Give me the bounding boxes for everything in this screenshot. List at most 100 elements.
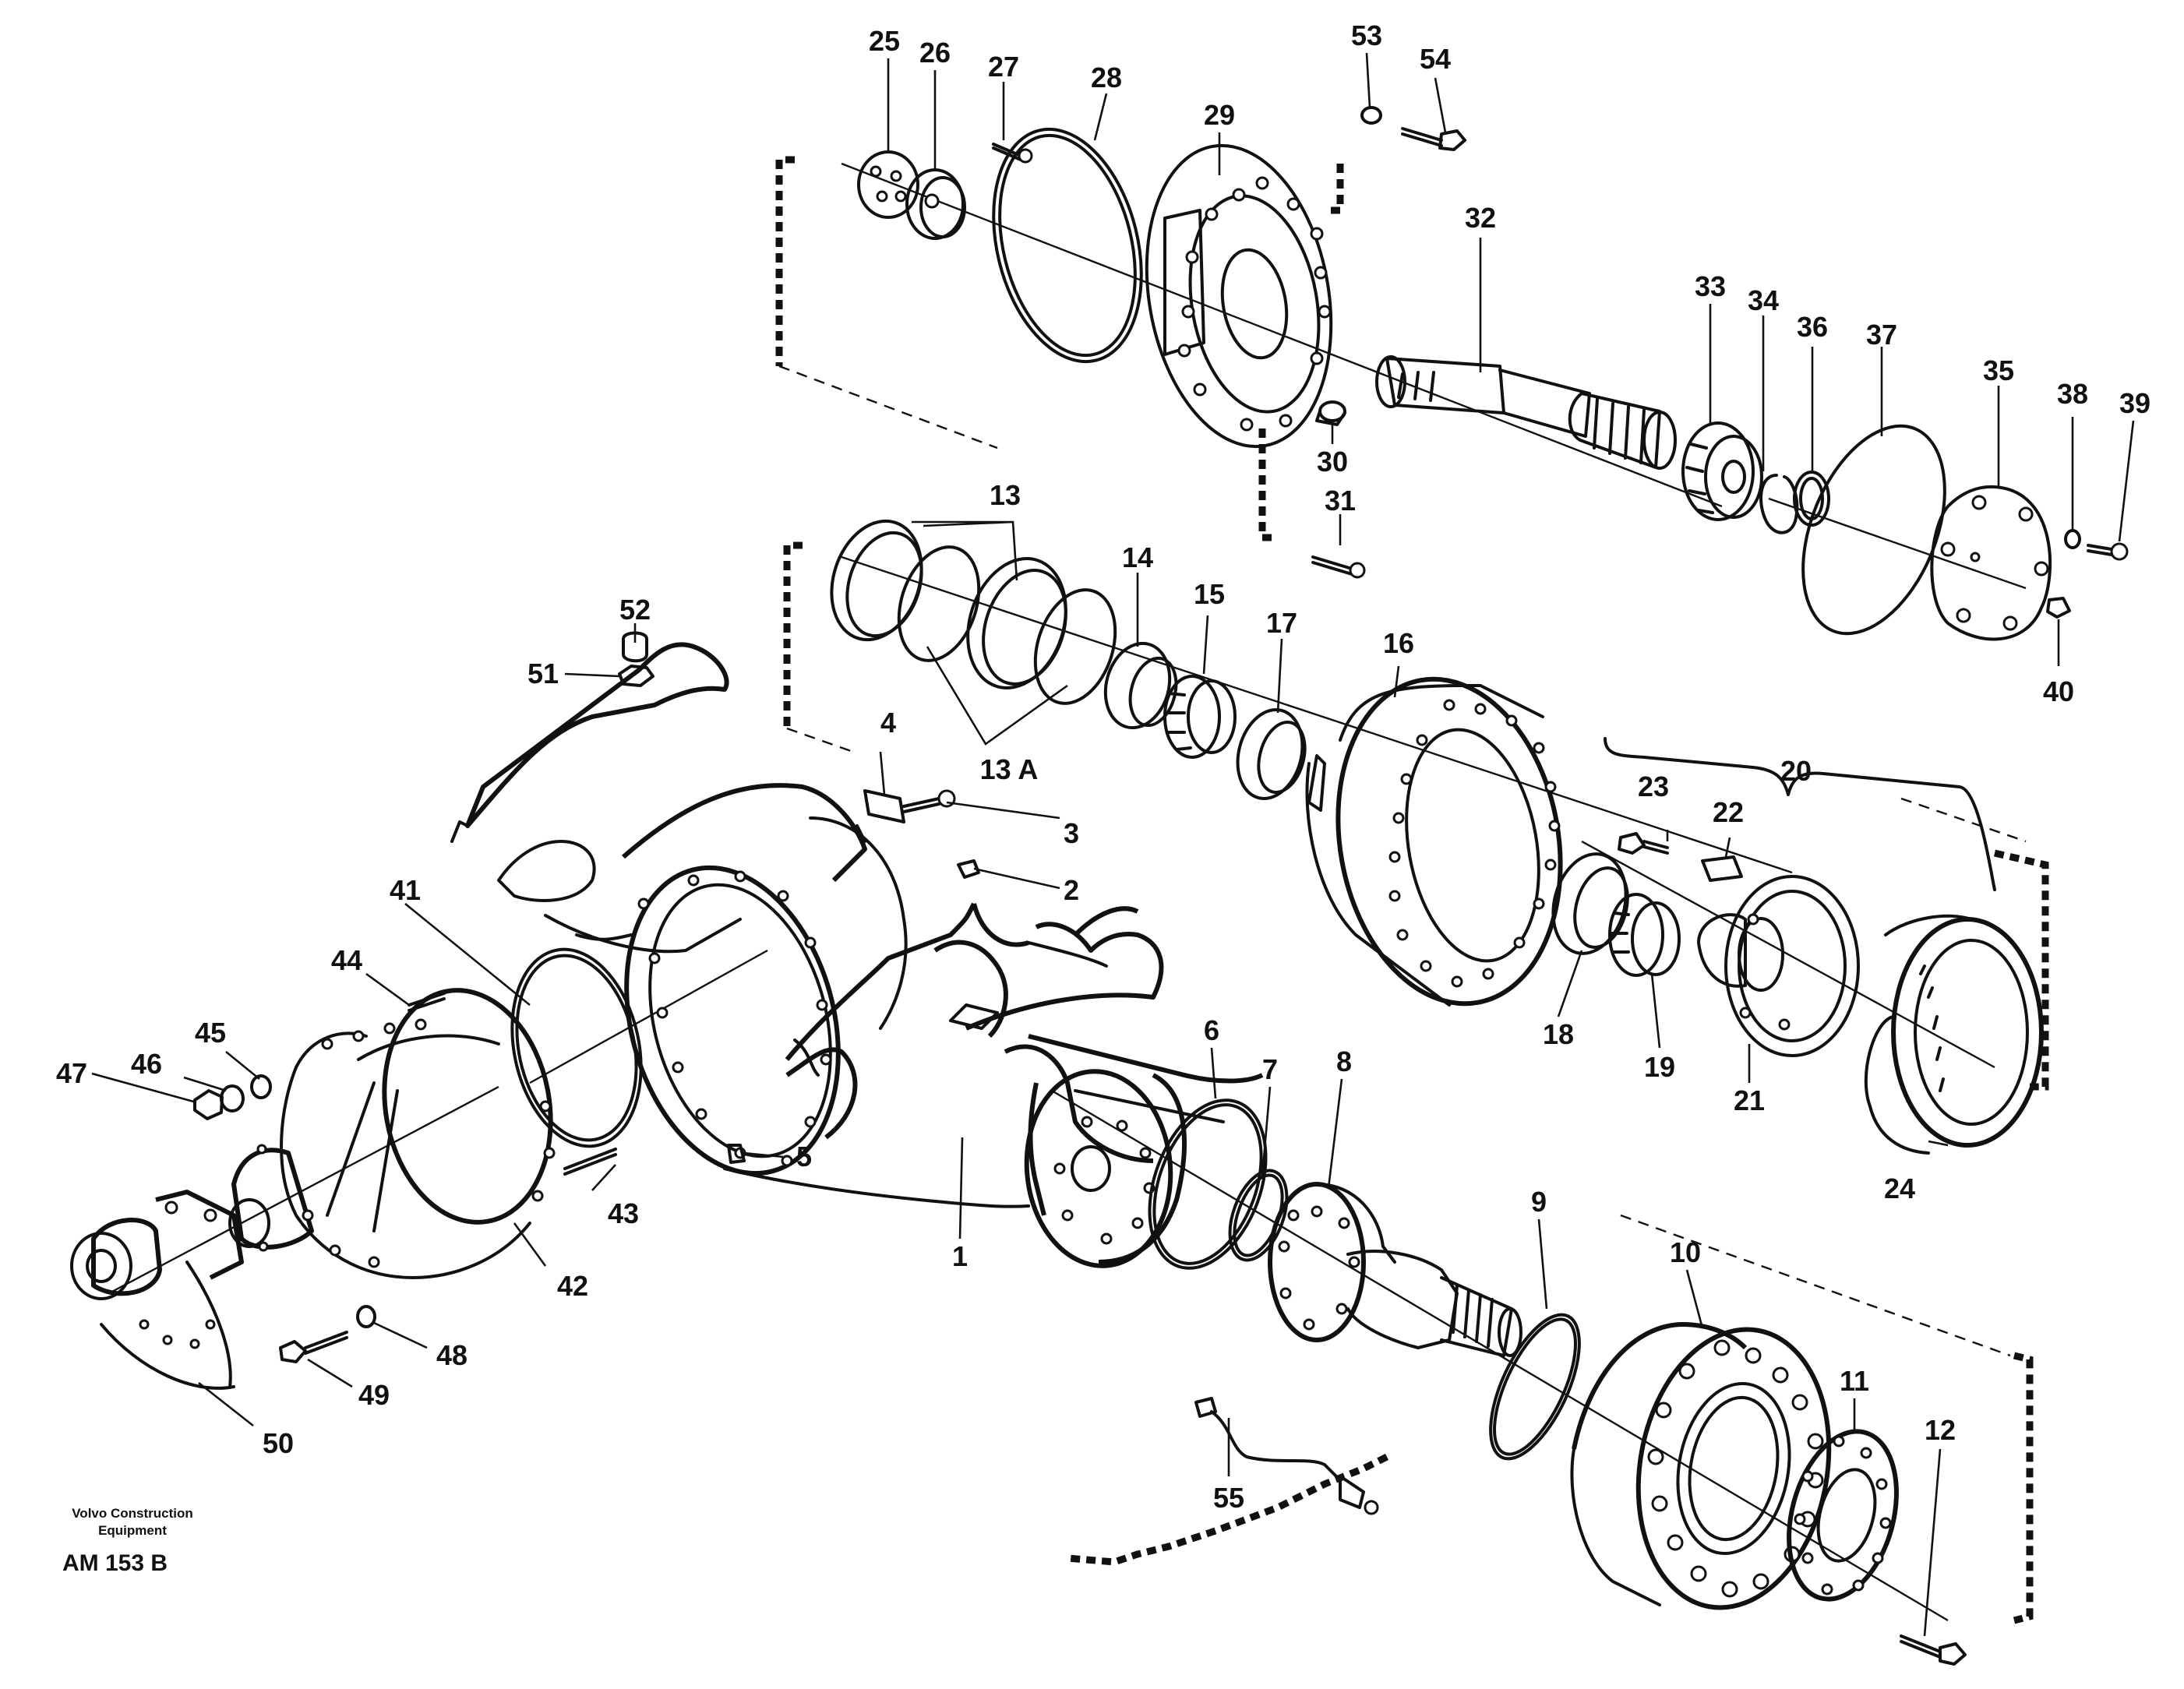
callout-5: 5 (796, 1141, 812, 1172)
part-27-screw (992, 143, 1033, 164)
part-26-bushing (905, 168, 966, 240)
callout-39: 39 (2119, 387, 2150, 419)
callout-36: 36 (1797, 311, 1828, 343)
callout-30: 30 (1317, 446, 1348, 478)
part-51-nut (618, 665, 654, 687)
part-47-nut (193, 1089, 224, 1120)
callout-45: 45 (195, 1017, 226, 1049)
part-39-bolt (2087, 542, 2129, 561)
callout-44: 44 (331, 944, 362, 976)
callout-8: 8 (1336, 1045, 1352, 1077)
part-45-washer (250, 1074, 272, 1099)
callout-51: 51 (527, 658, 559, 689)
part-28-o-ring-inner (998, 133, 1137, 358)
part-33-sun-gear (1681, 421, 1763, 521)
part-28-o-ring (992, 127, 1143, 364)
callout-7: 7 (1262, 1053, 1278, 1085)
callout-49: 49 (358, 1379, 390, 1411)
callout-48: 48 (436, 1339, 467, 1371)
callout-17: 17 (1266, 607, 1297, 639)
callout-1: 1 (952, 1240, 968, 1272)
part-35-cover (1930, 485, 2052, 641)
part-22-lock-plate (1701, 855, 1743, 882)
part-25-plate (857, 150, 919, 219)
callout-13: 13 (990, 479, 1021, 511)
part-17-bearing-cup-inner (1257, 720, 1307, 795)
callout-12: 12 (1925, 1414, 1956, 1446)
part-29-planet-carrier (1145, 143, 1333, 449)
part-14-bearing-cup-inner (1128, 656, 1178, 728)
callout-19: 19 (1644, 1051, 1675, 1083)
callout-50: 50 (263, 1427, 294, 1459)
callout-53: 53 (1351, 19, 1382, 51)
callout-13a: 13 A (980, 753, 1039, 785)
callout-15: 15 (1194, 578, 1225, 610)
callout-20: 20 (1780, 755, 1812, 787)
part-9-ring-inner (1493, 1317, 1577, 1456)
part-48-washer (356, 1305, 376, 1328)
callout-21: 21 (1734, 1084, 1765, 1116)
part-34-snap-ring (1759, 474, 1799, 534)
callout-9: 9 (1531, 1186, 1547, 1218)
callout-37: 37 (1866, 319, 1897, 351)
callout-55: 55 (1213, 1482, 1244, 1514)
drawing-code: AM 153 B (62, 1550, 168, 1576)
part-38-washer (2064, 529, 2081, 549)
callout-23: 23 (1638, 770, 1669, 802)
callout-34: 34 (1748, 284, 1779, 316)
callout-2: 2 (1064, 874, 1079, 906)
callout-40: 40 (2043, 675, 2074, 707)
callout-3: 3 (1064, 817, 1079, 849)
part-55-sensor (1194, 1397, 1379, 1515)
part-7-ring (1228, 1169, 1289, 1262)
callout-27: 27 (988, 51, 1019, 83)
part-31-screw (1311, 555, 1366, 579)
callout-54: 54 (1420, 43, 1451, 75)
part-43-stud (563, 1148, 617, 1176)
callout-4: 4 (880, 707, 896, 739)
callout-labels: 25 26 27 28 29 53 54 32 33 34 36 37 35 3… (56, 19, 2150, 1514)
top-row-parts (857, 106, 2129, 641)
part-23-bolt (1618, 832, 1669, 855)
part-41-o-ring-inner (515, 954, 638, 1142)
callout-41: 41 (390, 874, 421, 906)
part-30-plug (1315, 400, 1346, 426)
part-54-bolt (1401, 127, 1466, 151)
part-50-brake-caliper (70, 1190, 244, 1390)
part-15-roller-bearing (1163, 675, 1237, 759)
callout-18: 18 (1543, 1018, 1574, 1050)
part-3-screw (902, 789, 956, 813)
callout-43: 43 (608, 1197, 639, 1229)
assembly-brackets (775, 156, 2049, 1624)
part-49-bolt (279, 1331, 348, 1363)
part-2-plug (957, 859, 980, 879)
part-44-stud (408, 992, 446, 1012)
part-11-flange-plate (1787, 1429, 1899, 1602)
part-24-ring-gear (1864, 914, 2044, 1155)
leader-lines (91, 52, 2135, 1637)
part-8-spindle (1268, 1182, 1522, 1357)
part-32-shaft (1375, 355, 1677, 470)
callout-33: 33 (1695, 270, 1726, 302)
callout-16: 16 (1383, 627, 1414, 659)
part-12-bolt (1900, 1634, 1967, 1666)
callout-38: 38 (2057, 378, 2088, 410)
part-53-washer (1360, 106, 1382, 125)
part-6-o-ring-inner (1152, 1103, 1263, 1265)
part-21-ring-gear-hub (1697, 875, 1860, 1057)
callout-52: 52 (619, 594, 651, 626)
part-19-roller-bearing (1608, 893, 1681, 977)
middle-row-parts (830, 519, 2044, 1155)
part-40-plug (2046, 597, 2071, 619)
callout-25: 25 (869, 25, 900, 57)
callout-35: 35 (1983, 354, 2014, 386)
callout-10: 10 (1670, 1236, 1701, 1268)
part-52-breather (622, 631, 648, 663)
callout-31: 31 (1325, 485, 1356, 517)
differential-fasteners (193, 992, 617, 1363)
callout-28: 28 (1091, 62, 1122, 93)
callout-47: 47 (56, 1057, 87, 1089)
callout-46: 46 (131, 1048, 162, 1080)
